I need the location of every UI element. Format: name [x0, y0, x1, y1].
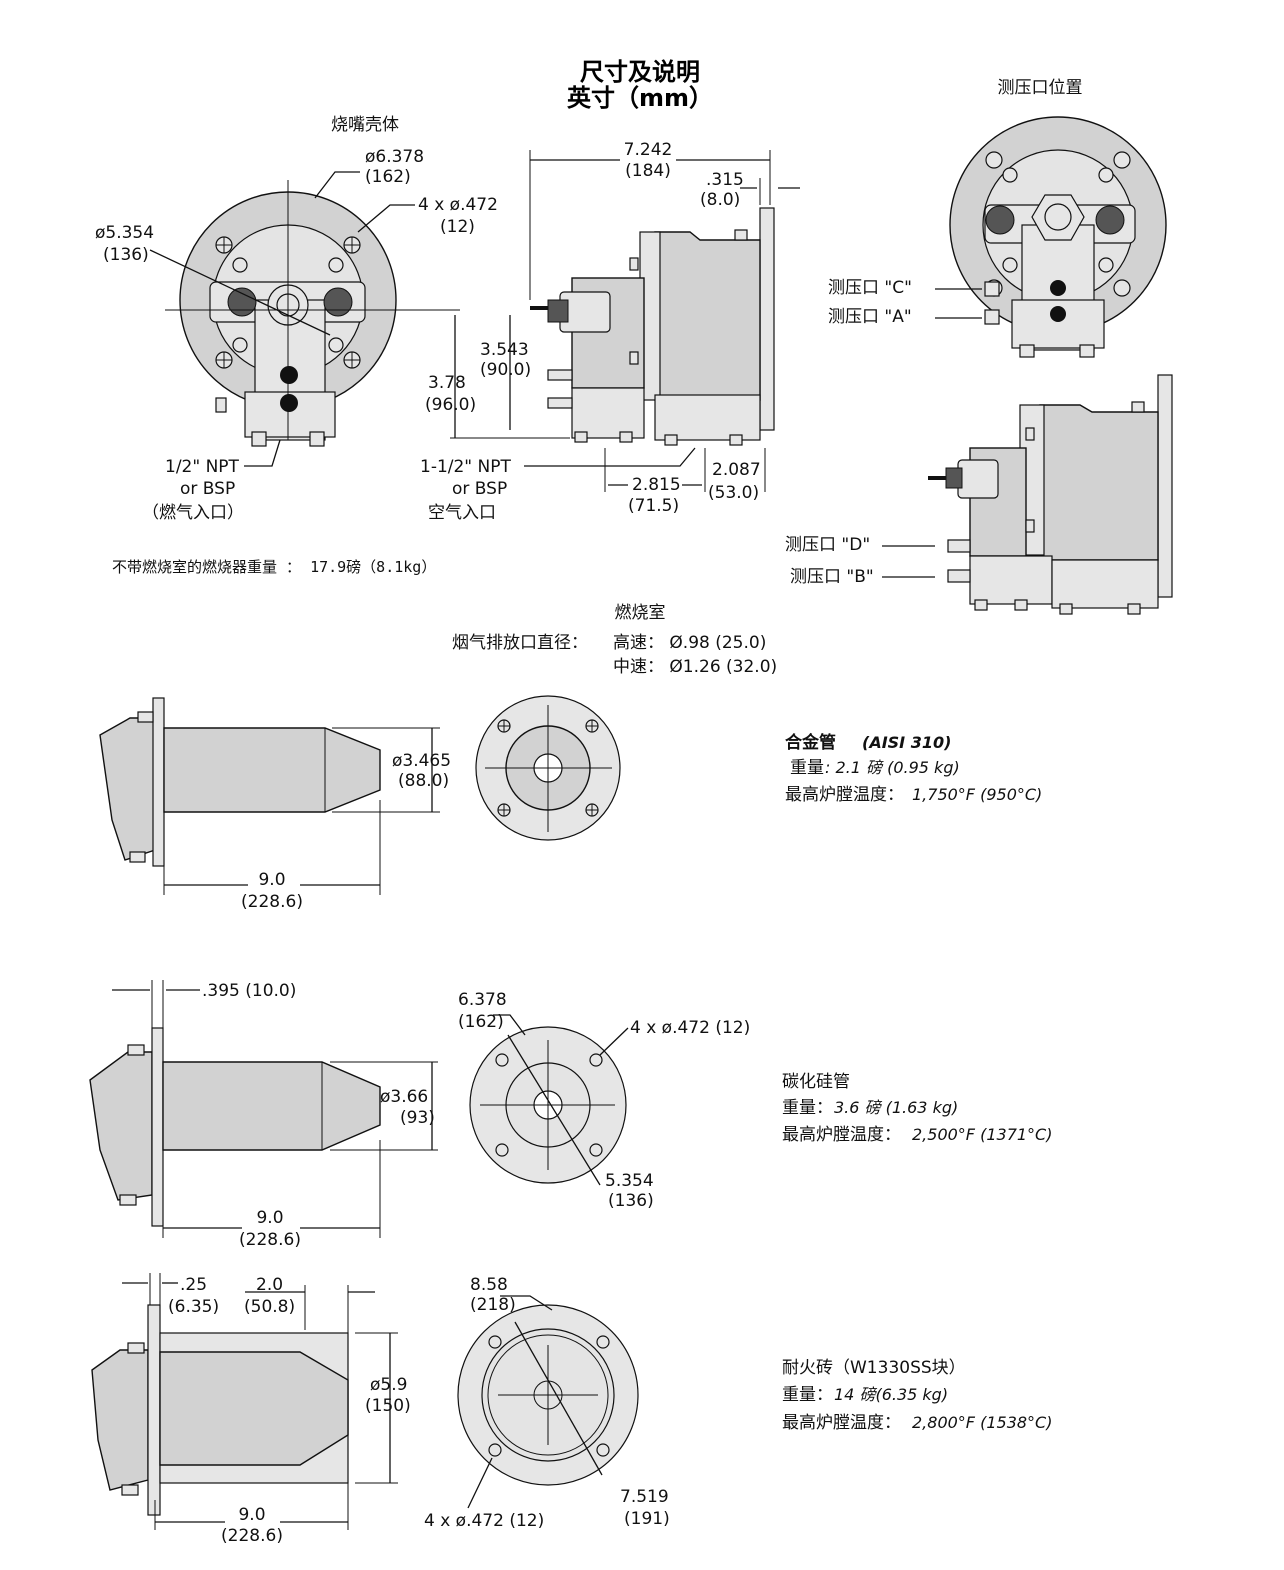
title-line1: 尺寸及说明 — [580, 58, 700, 86]
ports-side-view — [928, 374, 1173, 615]
sic-weight-label: 重量： — [782, 1098, 833, 1118]
brick-bolt-circle: 7.519 — [620, 1487, 669, 1507]
brick-dia-mm: (150) — [365, 1396, 411, 1416]
alloy-dia: ø3.465 — [392, 751, 451, 771]
alloy-tube-front — [475, 695, 621, 841]
housing-bolt-circle: ø5.354 — [95, 223, 154, 243]
port-b: 测压口 "B" — [790, 567, 874, 587]
alloy-weight-value: : 2.1 磅 (0.95 kg) — [825, 758, 960, 777]
sic-temp-value: 2,500°F (1371°C) — [912, 1125, 1052, 1144]
brick-len: 9.0 — [238, 1505, 265, 1525]
housing-side-view — [530, 207, 775, 446]
gas-inlet-l3: （燃气入口） — [142, 503, 244, 523]
housing-front-view — [149, 180, 460, 447]
alloy-temp-label: 最高炉膛温度： — [785, 785, 904, 805]
sic-outer-dia-mm: (162) — [458, 1012, 504, 1032]
sic-len: 9.0 — [256, 1208, 283, 1228]
alloy-len: 9.0 — [258, 870, 285, 890]
exhaust-mid: 中速： Ø1.26 (32.0) — [613, 657, 777, 677]
air-inlet-l1: 1-1/2" NPT — [420, 457, 512, 477]
brick-weight-value: 14 磅(6.35 kg) — [834, 1385, 948, 1404]
brick-len-mm: (228.6) — [221, 1526, 283, 1546]
brick-bolts: 4 x ø.472 (12) — [424, 1511, 544, 1531]
housing-outer-dia: ø6.378 — [365, 147, 424, 167]
height-to-base-mm: (96.0) — [425, 395, 476, 415]
housing-length: 7.242 — [624, 140, 673, 160]
brick-flange-2: 2.0 — [256, 1275, 283, 1295]
height-to-base: 3.78 — [428, 373, 466, 393]
brick-bolt-circle-mm: (191) — [624, 1509, 670, 1529]
flange-thickness: .315 — [706, 170, 744, 190]
port-a: 测压口 "A" — [828, 307, 912, 327]
gas-inlet-l1: 1/2" NPT — [165, 457, 240, 477]
brick-temp-label: 最高炉膛温度： — [782, 1413, 901, 1433]
ports-front-view — [949, 116, 1167, 358]
port-d: 测压口 "D" — [785, 535, 870, 555]
brick-weight-label: 重量： — [782, 1385, 833, 1405]
sic-temp-label: 最高炉膛温度： — [782, 1125, 901, 1145]
alloy-dia-mm: (88.0) — [398, 771, 449, 791]
sic-dia-mm: (93) — [400, 1108, 435, 1128]
brick-side — [91, 1304, 349, 1516]
brick-dia: ø5.9 — [370, 1375, 407, 1395]
ports-title: 测压口位置 — [998, 78, 1083, 98]
alloy-temp-value: 1,750°F (950°C) — [912, 785, 1042, 804]
flange-thickness-mm: (8.0) — [700, 190, 740, 210]
sic-bolts: 4 x ø.472 (12) — [630, 1018, 750, 1038]
gas-inlet-l2: or BSP — [180, 479, 235, 499]
housing-bolt-holes: 4 x ø.472 — [418, 195, 498, 215]
alloy-name: 合金管 — [785, 732, 836, 753]
sic-dia: ø3.66 — [380, 1087, 428, 1107]
burner-weight: 不带燃烧室的燃烧器重量 ： 17.9磅（8.1kg） — [112, 558, 436, 576]
alloy-spec: (AISI 310) — [862, 733, 951, 752]
exhaust-label: 烟气排放口直径： — [452, 633, 588, 653]
title-line2: 英寸（mm） — [567, 84, 713, 112]
housing-outer-dia-mm: (162) — [365, 167, 411, 187]
housing-bolt-circle-mm: (136) — [103, 245, 149, 265]
housing-bolt-holes-mm: (12) — [440, 217, 475, 237]
sic-weight-value: 3.6 磅 (1.63 kg) — [834, 1098, 958, 1117]
sic-bolt-circle-mm: (136) — [608, 1191, 654, 1211]
brick-outer-dia-mm: (218) — [470, 1295, 516, 1315]
depth-2-mm: (53.0) — [708, 483, 759, 503]
air-inlet-l3: 空气入口 — [428, 503, 496, 523]
depth-2: 2.087 — [712, 460, 761, 480]
alloy-tube-side — [99, 697, 381, 867]
port-c: 测压口 "C" — [828, 278, 912, 298]
height-to-air: 3.543 — [480, 340, 529, 360]
sic-bolt-circle: 5.354 — [605, 1171, 654, 1191]
brick-flange-2-mm: (50.8) — [244, 1297, 295, 1317]
sic-name: 碳化硅管 — [782, 1072, 850, 1092]
housing-length-mm: (184) — [625, 161, 671, 181]
sic-len-mm: (228.6) — [239, 1230, 301, 1250]
sic-tube-front — [469, 1026, 627, 1186]
depth-1-mm: (71.5) — [628, 496, 679, 516]
brick-temp-value: 2,800°F (1538°C) — [912, 1413, 1052, 1432]
sic-tube-side — [89, 1027, 381, 1227]
brick-flange-1-mm: (6.35) — [168, 1297, 219, 1317]
alloy-weight-label: 重量 — [790, 758, 824, 778]
sic-outer-dia: 6.378 — [458, 990, 507, 1010]
sic-flange: .395 (10.0) — [202, 981, 296, 1001]
housing-title: 烧嘴壳体 — [331, 115, 399, 135]
depth-1: 2.815 — [632, 475, 681, 495]
brick-name: 耐火砖（W1330SS块） — [782, 1358, 966, 1378]
air-inlet-l2: or BSP — [452, 479, 507, 499]
brick-flange-1: .25 — [180, 1275, 207, 1295]
exhaust-high: 高速： Ø.98 (25.0) — [613, 633, 766, 653]
chamber-title: 燃烧室 — [615, 603, 666, 623]
height-to-air-mm: (90.0) — [480, 360, 531, 380]
alloy-len-mm: (228.6) — [241, 892, 303, 912]
brick-outer-dia: 8.58 — [470, 1275, 508, 1295]
brick-front — [457, 1304, 639, 1486]
